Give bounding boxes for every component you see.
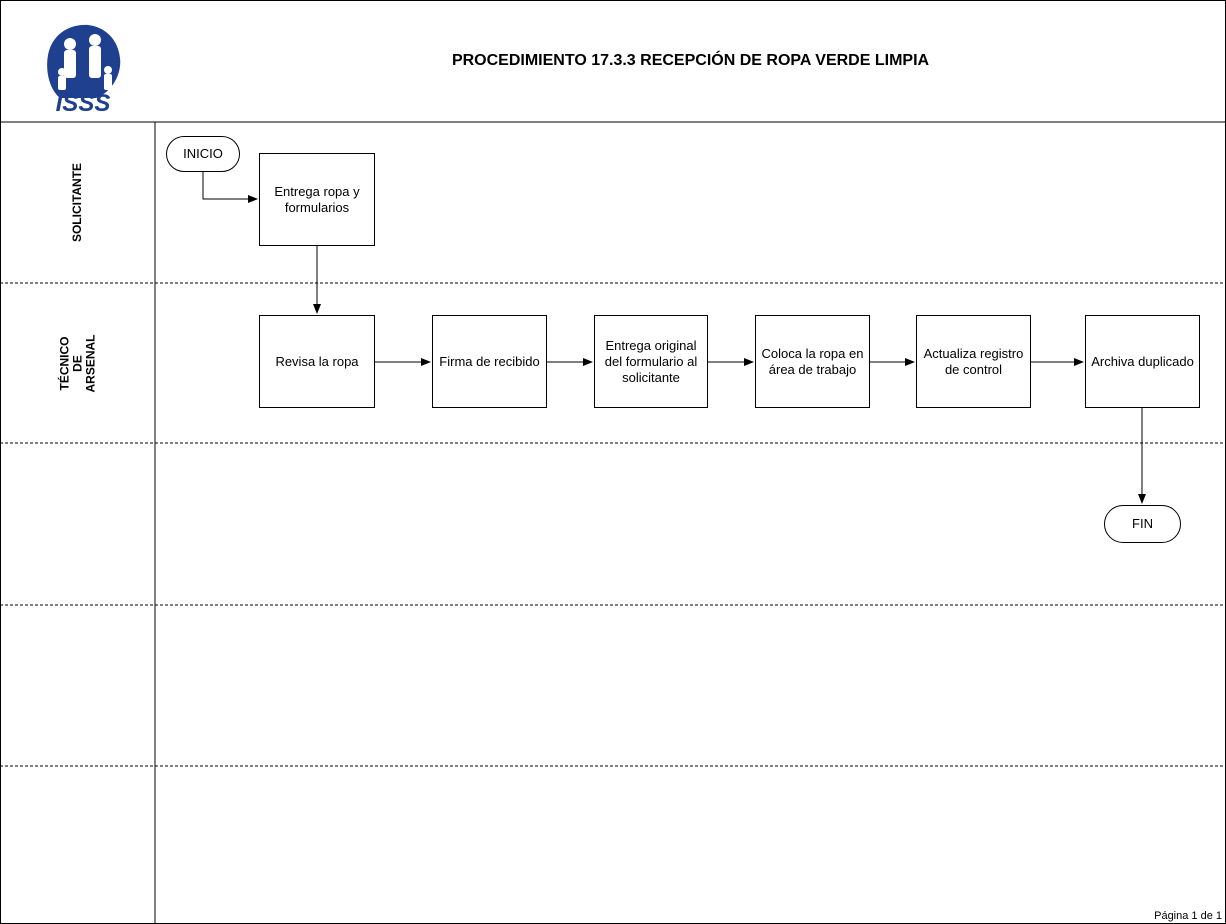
page-title: PROCEDIMIENTO 17.3.3 RECEPCIÓN DE ROPA V…: [451, 52, 930, 69]
page-number: Página 1 de 1: [1154, 910, 1222, 922]
step-entrega-original: Entrega original del formulario al solic…: [594, 315, 708, 408]
step-revisa-ropa: Revisa la ropa: [259, 315, 375, 408]
lane-label-tecnico-arsenal: TÉCNICO DE ARSENAL: [57, 334, 97, 393]
lane-label-empty: [0, 443, 155, 605]
logo-area: ISSS: [0, 0, 155, 122]
lane-label-empty: [0, 605, 155, 766]
lane-label-empty: [0, 766, 155, 924]
end-terminal: FIN: [1104, 505, 1181, 543]
step-firma-recibido: Firma de recibido: [432, 315, 547, 408]
step-coloca-ropa: Coloca la ropa en área de trabajo: [755, 315, 870, 408]
step-actualiza-registro: Actualiza registro de control: [916, 315, 1031, 408]
step-entrega-ropa: Entrega ropa y formularios: [259, 153, 375, 246]
isss-logo: ISSS: [47, 24, 121, 117]
connector-inicio-entrega: [202, 172, 258, 203]
logo-text: ISSS: [56, 90, 111, 117]
step-archiva-duplicado: Archiva duplicado: [1085, 315, 1200, 408]
start-terminal: INICIO: [166, 136, 240, 172]
lane-label-solicitante: SOLICITANTE: [69, 162, 84, 243]
